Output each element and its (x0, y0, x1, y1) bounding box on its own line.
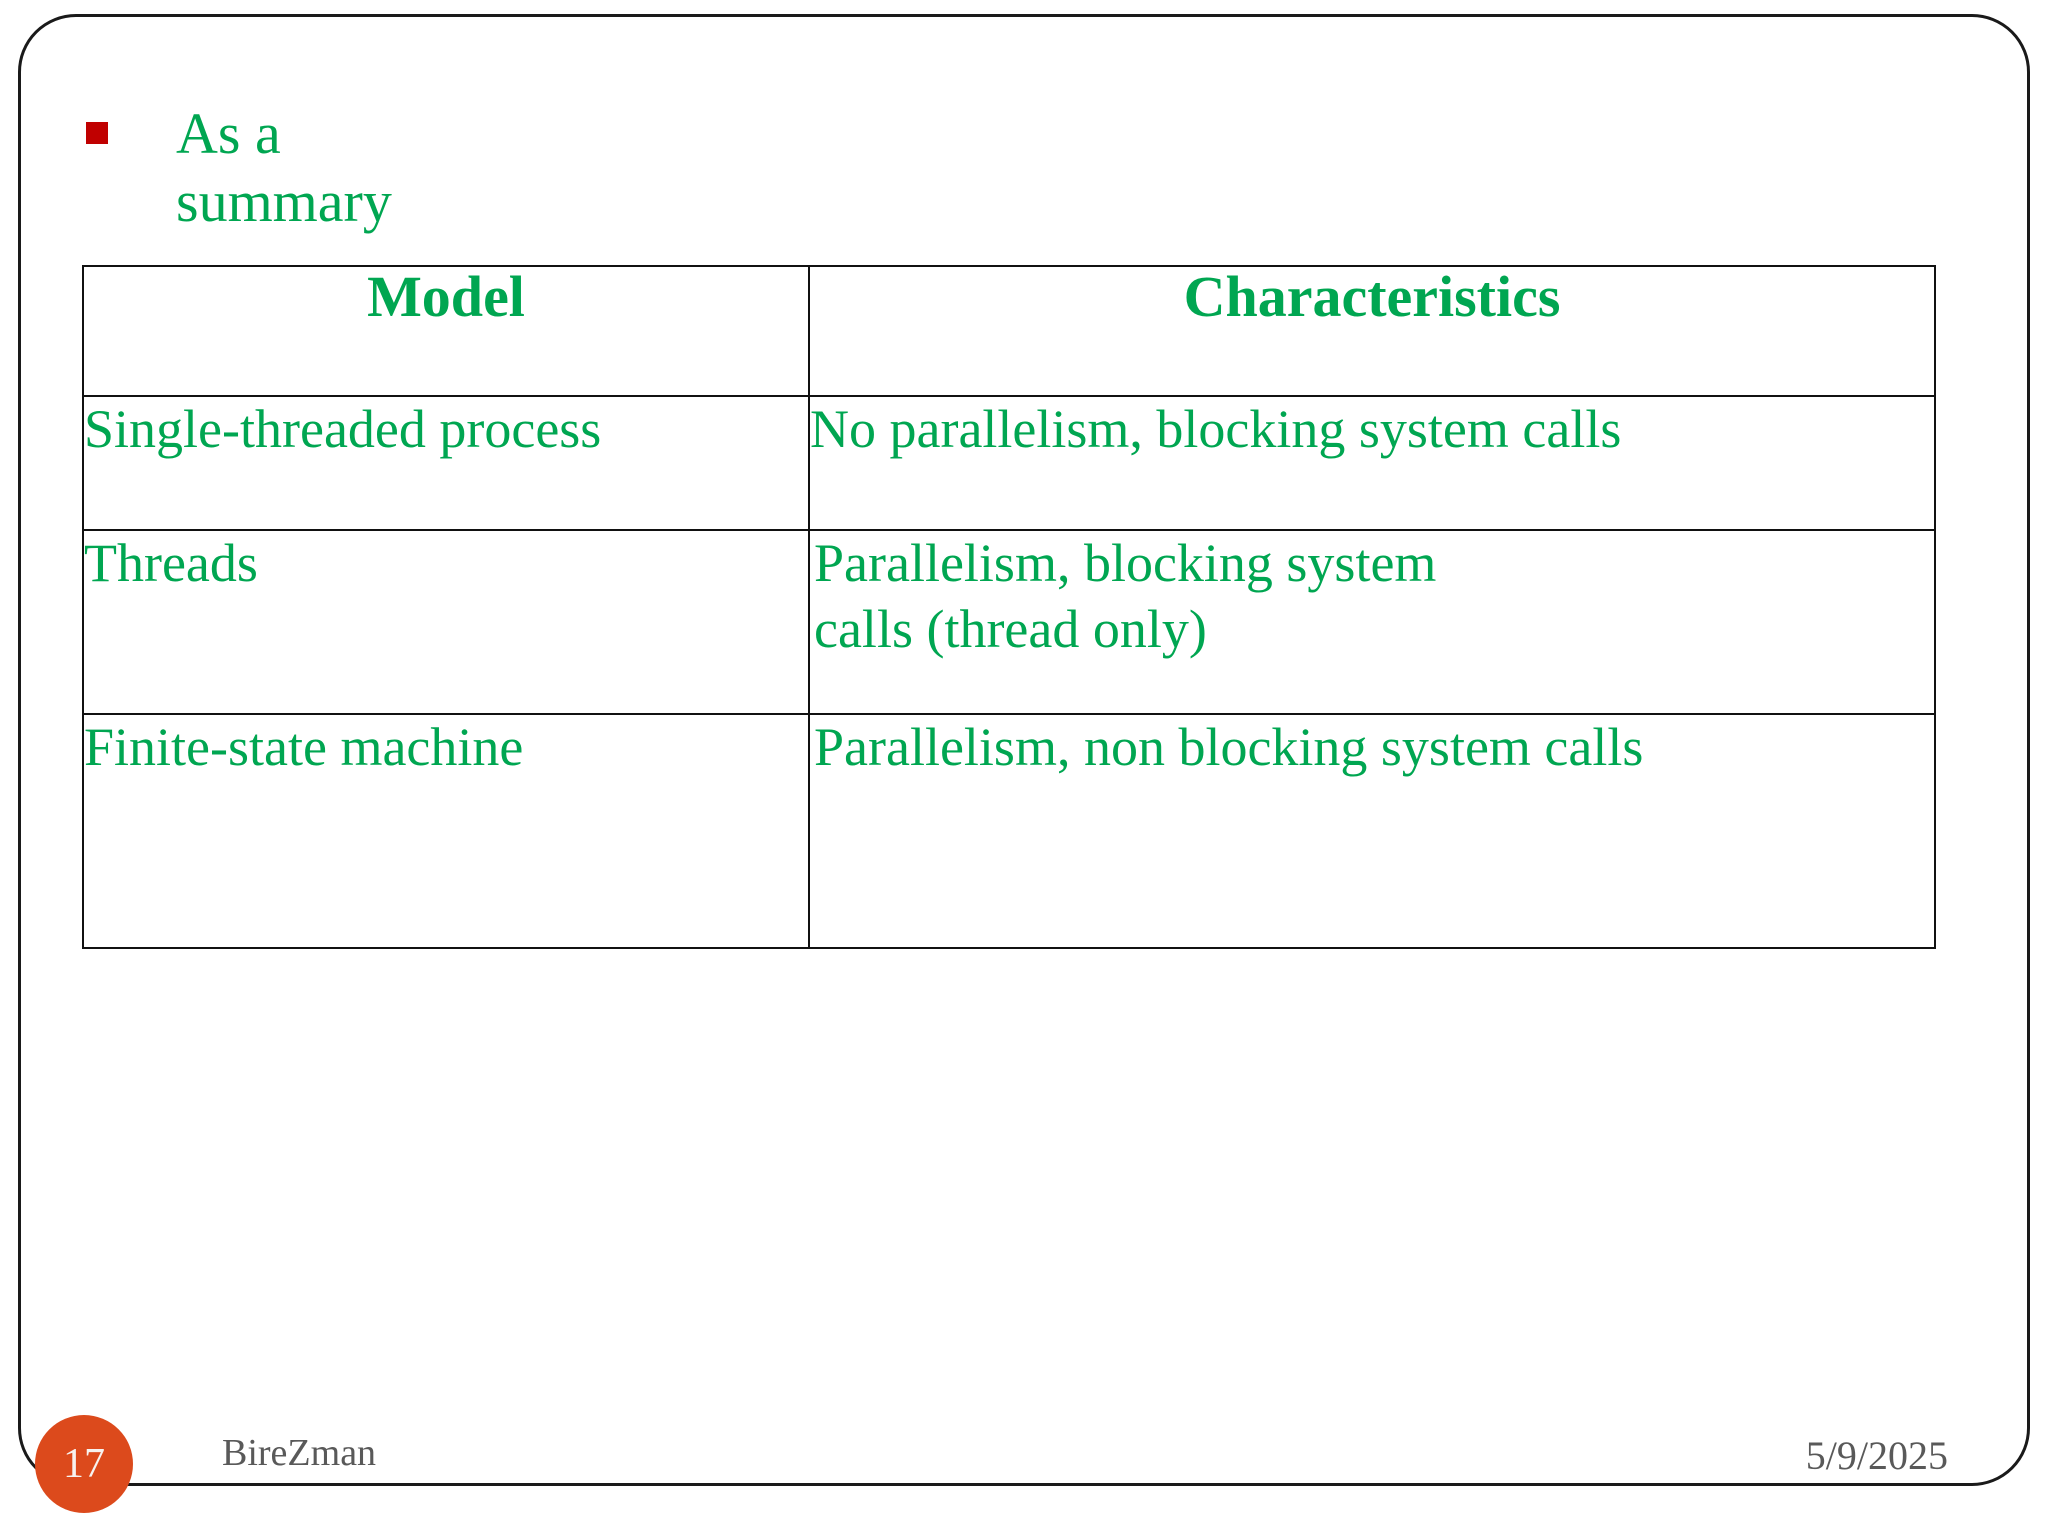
footer-author-label: BireZman (222, 1432, 377, 1474)
table-row: Threads Parallelism, blocking system cal… (82, 529, 1936, 715)
summary-table: Model Characteristics Single-threaded pr… (82, 265, 1936, 949)
footer-date-label: 5/9/2025 (1805, 1433, 1948, 1478)
table-row: Finite-state machine Parallelism, non bl… (82, 713, 1936, 949)
page-number-label: 17 (63, 1441, 105, 1487)
table-header-row: Model Characteristics (82, 264, 1936, 397)
table-cell-model-text: Threads (84, 533, 258, 593)
table-header-model-label: Model (367, 264, 525, 329)
table-cell-model: Threads (82, 529, 810, 715)
table-header-characteristics: Characteristics (808, 264, 1936, 397)
table-cell-model: Finite-state machine (82, 713, 810, 949)
table-cell-characteristics: No parallelism, blocking system calls (808, 395, 1936, 531)
table-cell-characteristics-text: Parallelism, blocking system calls (thre… (814, 533, 1437, 659)
table-header-characteristics-label: Characteristics (1183, 264, 1561, 329)
table-row: Single-threaded process No parallelism, … (82, 395, 1936, 531)
table-cell-model-text: Finite-state machine (84, 717, 524, 777)
table-cell-model-text: Single-threaded process (84, 399, 602, 459)
table-cell-characteristics: Parallelism, blocking system calls (thre… (808, 529, 1936, 715)
square-bullet-icon (86, 122, 108, 144)
table-cell-model: Single-threaded process (82, 395, 810, 531)
page-number-badge: 17 (35, 1415, 133, 1513)
table-header-model: Model (82, 264, 810, 397)
table-cell-characteristics-text: Parallelism, non blocking system calls (814, 717, 1644, 777)
bullet-heading-text: As a summary (176, 101, 392, 235)
table-cell-characteristics: Parallelism, non blocking system calls (808, 713, 1936, 949)
table-cell-characteristics-text: No parallelism, blocking system calls (810, 399, 1622, 459)
